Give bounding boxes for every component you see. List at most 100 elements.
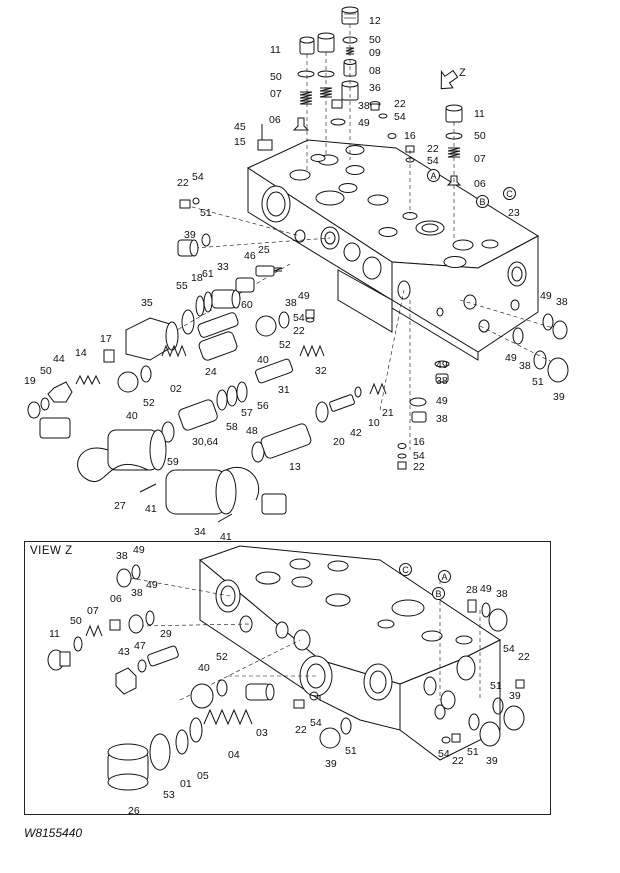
callout-label: 21 [382, 407, 394, 419]
view-callout-label: 38 [131, 587, 143, 599]
callout-label: 52 [143, 397, 155, 409]
view-z-frame [24, 541, 551, 815]
callout-label: 42 [350, 427, 362, 439]
view-callout-label: 43 [118, 646, 130, 658]
callout-label: 41 [145, 503, 157, 515]
circle-marker-a: A [427, 169, 440, 182]
callout-label: 36 [369, 82, 381, 94]
view-callout-label: 54 [503, 643, 515, 655]
callout-label: 07 [474, 153, 486, 165]
callout-label: 34 [194, 526, 206, 538]
view-marker-c: C [399, 563, 412, 576]
callout-label: 06 [474, 178, 486, 190]
callout-label: 27 [114, 500, 126, 512]
view-callout-label: 49 [480, 583, 492, 595]
callout-label: 45 [234, 121, 246, 133]
view-callout-label: 50 [70, 615, 82, 627]
view-callout-label: 51 [345, 745, 357, 757]
callout-label: 51 [532, 376, 544, 388]
callout-label: 15 [234, 136, 246, 148]
callout-label: 49 [436, 395, 448, 407]
callout-label: 61 [202, 268, 214, 280]
view-callout-label: 26 [128, 805, 140, 817]
view-callout-label: 39 [325, 758, 337, 770]
callout-label: 59 [167, 456, 179, 468]
callout-label: 38 [436, 413, 448, 425]
callout-label: 16 [404, 130, 416, 142]
callout-label: 38 [436, 375, 448, 387]
view-callout-label: 51 [490, 680, 502, 692]
view-callout-label: 38 [116, 550, 128, 562]
view-callout-label: 52 [216, 651, 228, 663]
view-callout-label: 29 [160, 628, 172, 640]
callout-label: 52 [279, 339, 291, 351]
view-marker-b: B [432, 587, 445, 600]
callout-label: 54 [427, 155, 439, 167]
callout-label: 44 [53, 353, 65, 365]
callout-label: 49 [436, 359, 448, 371]
callout-label: 54 [394, 111, 406, 123]
callout-label: 40 [257, 354, 269, 366]
callout-label: 41 [220, 531, 232, 543]
callout-label: 60 [241, 299, 253, 311]
callout-label: 16 [413, 436, 425, 448]
view-callout-label: 03 [256, 727, 268, 739]
callout-label: 55 [176, 280, 188, 292]
callout-label: 30,64 [192, 436, 219, 448]
callout-label: 08 [369, 65, 381, 77]
view-callout-label: 49 [133, 544, 145, 556]
left-side-parts [27, 197, 387, 523]
callout-label: 32 [315, 365, 327, 377]
callout-label: 58 [226, 421, 238, 433]
view-callout-label: 53 [163, 789, 175, 801]
callout-label: 50 [270, 71, 282, 83]
callout-label: 39 [184, 229, 196, 241]
view-callout-label: 38 [496, 588, 508, 600]
view-callout-label: 11 [49, 628, 60, 640]
callout-label: 48 [246, 425, 258, 437]
callout-label: 11 [270, 44, 281, 56]
view-callout-label: 40 [198, 662, 210, 674]
callout-label: 49 [505, 352, 517, 364]
callout-label: 22 [427, 143, 439, 155]
callout-label: 25 [258, 244, 270, 256]
callout-label: 50 [369, 34, 381, 46]
callout-label: 12 [369, 15, 381, 27]
callout-label: 56 [257, 400, 269, 412]
view-callout-label: 06 [110, 593, 122, 605]
view-callout-label: 39 [486, 755, 498, 767]
callout-label: 14 [75, 347, 87, 359]
view-callout-label: 07 [87, 605, 99, 617]
callout-label: 20 [333, 436, 345, 448]
callout-label: 49 [540, 290, 552, 302]
callout-label: 54 [293, 312, 305, 324]
callout-label: 49 [358, 117, 370, 129]
callout-label: 22 [177, 177, 189, 189]
callout-label: 10 [368, 417, 380, 429]
callout-label: 50 [40, 365, 52, 377]
right-side-parts [305, 309, 569, 470]
callout-label: 22 [293, 325, 305, 337]
arrow-label: Z [459, 67, 466, 79]
view-marker-a: A [438, 570, 451, 583]
callout-label: 38 [285, 297, 297, 309]
callout-label: 40 [126, 410, 138, 422]
callout-label: 54 [192, 171, 204, 183]
callout-label: 57 [241, 407, 253, 419]
callout-label: 51 [200, 207, 212, 219]
callout-label: 39 [553, 391, 565, 403]
view-callout-label: 49 [146, 579, 158, 591]
view-callout-label: 05 [197, 770, 209, 782]
callout-label: 54 [413, 450, 425, 462]
circle-marker-b: B [476, 195, 489, 208]
callout-label: 38 [519, 360, 531, 372]
callout-label: 33 [217, 261, 229, 273]
callout-label: 38 [358, 100, 370, 112]
callout-label: 02 [170, 383, 182, 395]
callout-label: 23 [508, 207, 520, 219]
callout-label: 09 [369, 47, 381, 59]
callout-label: 31 [278, 384, 290, 396]
view-z-arrow [440, 69, 459, 90]
callout-label: 22 [413, 461, 425, 473]
